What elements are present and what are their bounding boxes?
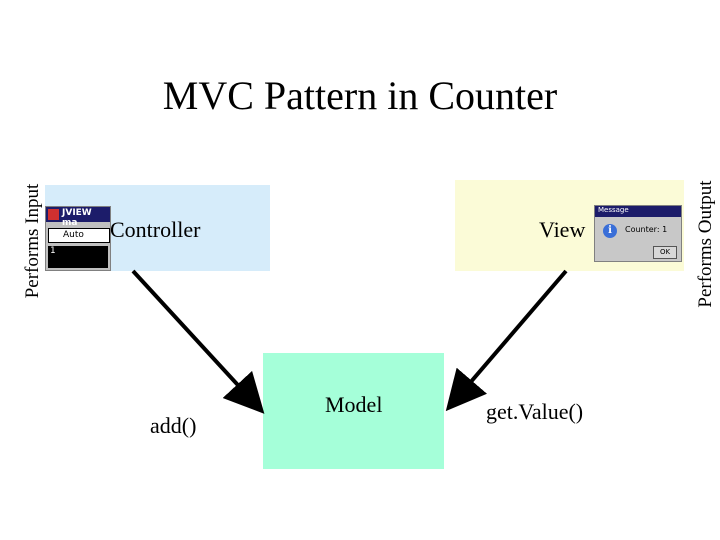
get-value-method-label: get.Value() <box>486 399 584 424</box>
controller-window-titlebar: JVIEW ma <box>46 207 110 228</box>
model-box <box>263 353 444 469</box>
page-title: MVC Pattern in Counter <box>162 73 558 118</box>
controller-to-model-arrow <box>131 269 265 414</box>
auto-button[interactable]: Auto <box>48 228 110 243</box>
message-dialog-text: Counter: 1 <box>625 225 668 234</box>
info-icon: i <box>603 224 617 238</box>
controller-output: 1 <box>48 246 108 268</box>
message-dialog-titlebar: Message <box>595 206 681 217</box>
controller-window-thumbnail: JVIEW ma Auto 1 <box>45 206 111 271</box>
controller-label: Controller <box>110 217 201 242</box>
view-label: View <box>539 217 586 242</box>
message-dialog-title: Message <box>598 206 629 214</box>
message-dialog-thumbnail: Message i Counter: 1 OK <box>594 205 682 262</box>
ok-button[interactable]: OK <box>653 246 677 259</box>
model-label: Model <box>325 392 383 417</box>
controller-window-title: JVIEW ma <box>62 208 92 228</box>
add-method-label: add() <box>150 413 197 438</box>
view-to-model-arrow <box>445 269 568 412</box>
app-logo-icon <box>48 209 59 220</box>
